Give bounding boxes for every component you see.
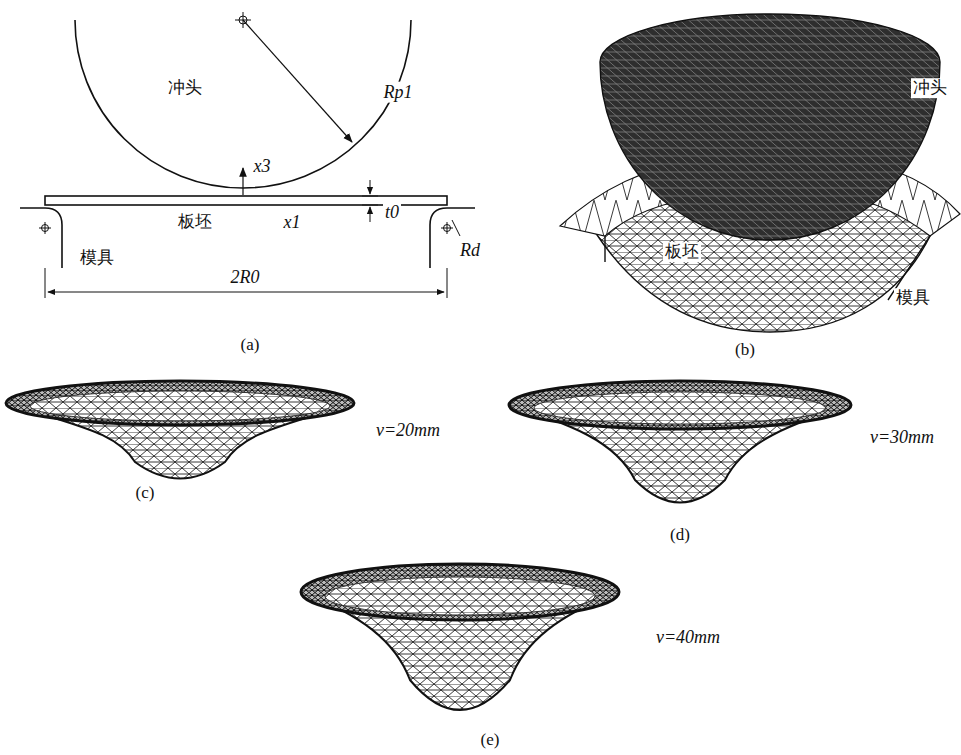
axis-name: x1 <box>282 212 303 233</box>
panel-label: (c) <box>134 483 157 503</box>
part-name: 板坯 <box>663 242 701 262</box>
dimension: Rd <box>458 240 482 261</box>
part-name: 模具 <box>78 248 116 268</box>
dimension: Rp1 <box>382 82 415 103</box>
dimension: 2R0 <box>229 267 262 288</box>
stroke-value: v=20mm <box>374 420 442 441</box>
stroke-value: v=40mm <box>654 627 722 648</box>
part-name: 板坯 <box>176 212 214 232</box>
panel-label: (b) <box>733 340 757 360</box>
part-name: 冲头 <box>911 78 949 98</box>
part-name: 冲头 <box>166 78 204 98</box>
dimension: t0 <box>383 202 401 223</box>
axis-name: x3 <box>252 156 273 177</box>
panel-label: (d) <box>668 525 692 545</box>
stroke-value: v=30mm <box>868 427 936 448</box>
panel-label: (a) <box>239 335 262 355</box>
part-name: 模具 <box>894 288 932 308</box>
panel-label: (e) <box>479 730 502 750</box>
